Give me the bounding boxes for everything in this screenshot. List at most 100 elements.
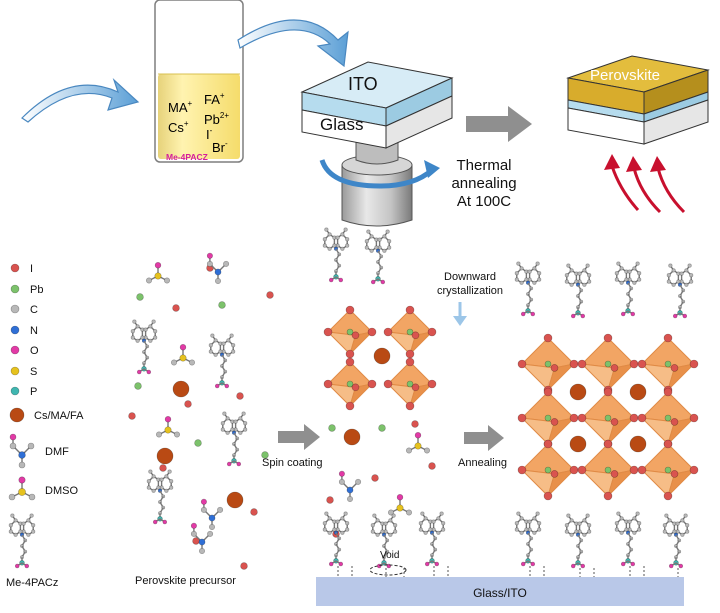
lead-atom: [346, 380, 354, 388]
sam-carbon: [624, 277, 629, 282]
sam-carbon: [388, 532, 393, 537]
sam-carbon: [164, 488, 169, 493]
sam-carbon: [385, 229, 390, 234]
iodine-ion: [371, 474, 379, 482]
sam-carbon: [676, 279, 681, 284]
sam-carbon: [632, 530, 637, 535]
legend-swatch-c: [10, 304, 20, 314]
sam-carbon: [564, 523, 569, 528]
iodine-atom: [603, 491, 613, 501]
legend-swatch-o: [10, 345, 20, 355]
sam-carbon: [229, 333, 234, 338]
sam-carbon: [689, 279, 694, 284]
sam-carbon: [685, 529, 690, 534]
dmf-carbon: [9, 442, 17, 450]
sam-carbon: [243, 421, 248, 426]
iodine-atom: [629, 413, 639, 423]
sam-carbon: [241, 411, 246, 416]
sam-carbon: [514, 527, 519, 532]
iodine-atom: [637, 465, 647, 475]
sam-oxygen: [152, 519, 158, 525]
sam-carbon: [393, 523, 398, 528]
sam-carbon: [332, 243, 337, 248]
a-site-cation: [373, 347, 391, 365]
sam-carbon: [335, 235, 340, 240]
sam-carbon: [516, 261, 521, 266]
ion-cs: Cs: [168, 120, 184, 135]
sam-carbon: [372, 513, 377, 518]
sam-carbon: [26, 518, 31, 523]
legend-label-c: C: [30, 304, 38, 316]
iodine-atom: [610, 364, 619, 372]
iodine-atom: [569, 465, 579, 475]
legend-label-csmafa: Cs/MA/FA: [34, 410, 84, 422]
iodine-ion: [428, 462, 436, 470]
lead-atom: [346, 328, 354, 336]
sam-carbon: [662, 523, 667, 528]
sam-carbon: [151, 319, 156, 324]
sam-carbon: [366, 229, 371, 234]
sam-carbon: [637, 271, 642, 276]
a-site-cation: [629, 435, 647, 453]
iodine-atom: [550, 470, 559, 478]
iodine-atom: [577, 359, 587, 369]
dmso-carbon: [174, 431, 181, 438]
sam-carbon: [662, 529, 667, 534]
sam-oxygen: [672, 313, 678, 319]
sam-carbon: [226, 352, 231, 357]
sam-carbon: [532, 516, 537, 521]
sam-carbon: [130, 329, 135, 334]
iodine-ion: [128, 412, 136, 420]
sam-carbon: [345, 237, 350, 242]
iodine-atom: [427, 327, 437, 337]
dmf-nitrogen: [346, 486, 354, 494]
sam-carbon: [238, 430, 243, 435]
legend-swatch-n: [10, 325, 20, 335]
iodine-atom: [550, 418, 559, 426]
sam-carbon: [218, 349, 223, 354]
legend-dmso-label: DMSO: [45, 485, 78, 497]
iodine-atom: [345, 401, 355, 411]
sam-carbon: [616, 511, 621, 516]
dmso-oxygen: [154, 262, 162, 269]
iodine-atom: [411, 383, 420, 392]
sam-carbon: [135, 338, 140, 343]
sam-carbon: [140, 335, 145, 340]
iodine-atom: [543, 439, 553, 449]
annealing-arrow: [464, 425, 504, 451]
sam-oxygen: [338, 277, 344, 283]
sam-carbon: [375, 532, 380, 537]
sam-oxygen: [530, 311, 536, 317]
ito-label: ITO: [348, 74, 378, 94]
sam-carbon: [148, 338, 153, 343]
arrow-to-perovskite: [466, 106, 532, 142]
sam-carbon: [418, 521, 423, 526]
sam-oxygen: [580, 563, 586, 569]
heat-arrow-3: [656, 167, 686, 214]
sam-oxygen: [328, 561, 334, 567]
svg-text:FA+: FA+: [204, 91, 225, 107]
sam-oxygen: [520, 561, 526, 567]
sam-carbon: [632, 516, 637, 521]
sam-carbon: [382, 248, 387, 253]
sam-carbon: [377, 237, 382, 242]
iodine-atom: [629, 359, 639, 369]
sam-oxygen: [214, 383, 220, 389]
dmso-carbon: [423, 447, 430, 454]
sam-carbon: [418, 527, 423, 532]
dmf-carbon: [27, 442, 35, 450]
sam-carbon: [582, 282, 587, 287]
a-site-cation: [156, 447, 174, 465]
sam-oxygen: [682, 313, 688, 319]
sam-carbon: [169, 485, 174, 490]
iodine-atom: [610, 418, 619, 426]
sam-carbon: [151, 488, 156, 493]
dmso-carbon: [164, 277, 171, 284]
precursor-label: Perovskite precursor: [135, 575, 236, 587]
ion-i-charge: -: [210, 126, 213, 135]
legend-label-p: P: [30, 386, 37, 398]
sam-carbon: [514, 271, 519, 276]
iodine-atom: [345, 305, 355, 315]
dmf-carbon: [209, 523, 216, 530]
